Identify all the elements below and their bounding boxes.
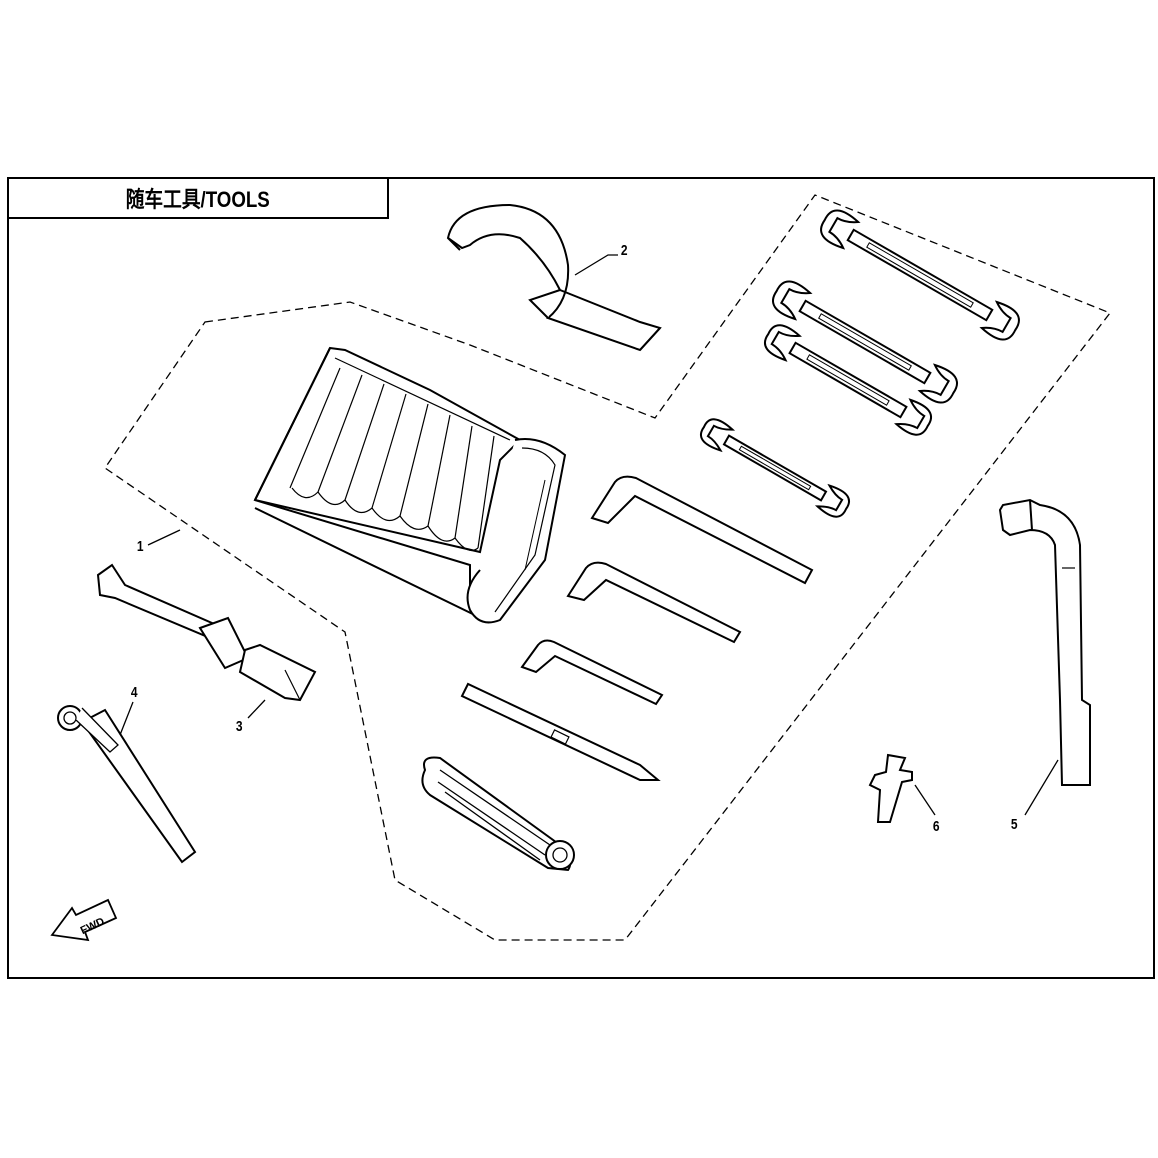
spark-plug-wrench xyxy=(96,563,317,702)
callout-5: 5 xyxy=(1010,816,1018,833)
open-end-wrench-3 xyxy=(764,324,932,436)
leader-line-3 xyxy=(247,699,266,719)
hook-spanner xyxy=(446,203,662,352)
clip xyxy=(868,753,913,823)
callout-4: 4 xyxy=(130,684,138,701)
leader-line-1 xyxy=(147,529,181,546)
screwdriver-bit xyxy=(460,682,661,781)
title-box-border xyxy=(7,177,389,219)
title-box: 随车工具/TOOLS xyxy=(8,178,388,218)
callout-1: 1 xyxy=(136,538,144,555)
fwd-direction-arrow: FWD xyxy=(50,898,118,942)
tool-roll-bag xyxy=(253,346,567,624)
callout-3: 3 xyxy=(235,718,243,735)
kit-group-outline xyxy=(104,194,1112,941)
hex-key-large xyxy=(590,475,814,585)
screwdriver-handle xyxy=(421,756,575,872)
callout-6: 6 xyxy=(932,818,940,835)
open-end-wrench-set xyxy=(699,209,1020,518)
leader-line-5 xyxy=(1024,759,1059,816)
hex-key-medium xyxy=(566,561,742,644)
callout-2: 2 xyxy=(620,242,628,259)
drawing-frame xyxy=(7,177,1155,979)
open-end-wrench-2 xyxy=(772,280,958,404)
open-end-wrench-1 xyxy=(820,209,1020,341)
leader-line-4 xyxy=(119,701,134,736)
hex-key-small xyxy=(520,639,664,706)
hex-key-set xyxy=(520,475,814,706)
open-end-wrench-4 xyxy=(699,418,851,518)
tommy-bar xyxy=(57,705,197,864)
leader-line-2 xyxy=(574,254,618,276)
l-socket-wrench xyxy=(998,498,1091,786)
leader-line-6 xyxy=(914,784,936,816)
page-title: 随车工具/TOOLS xyxy=(125,187,271,212)
